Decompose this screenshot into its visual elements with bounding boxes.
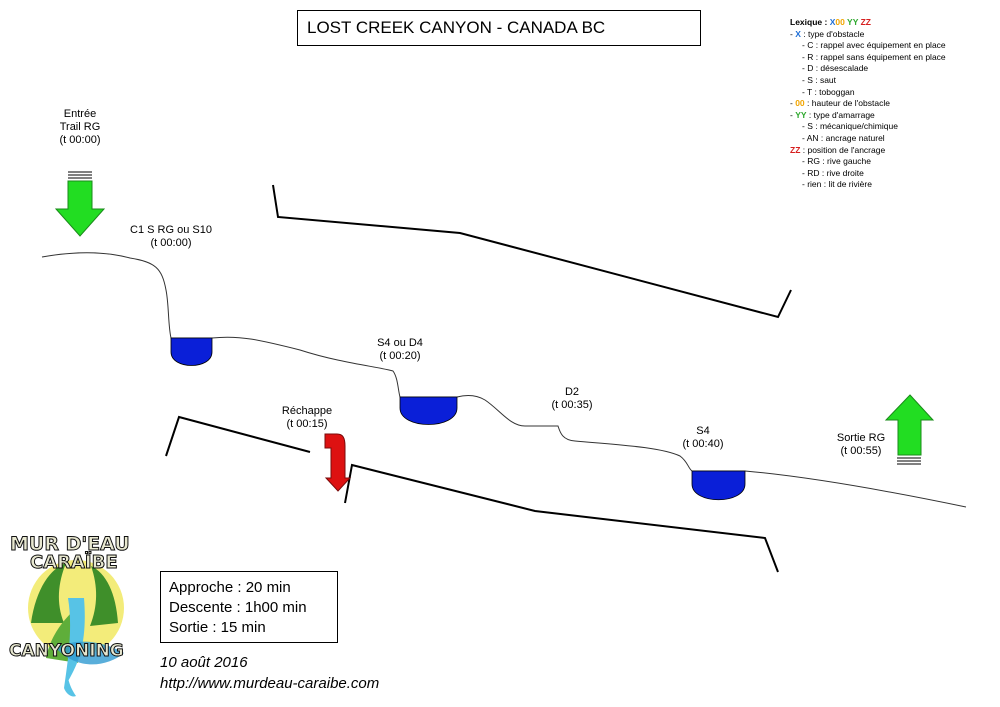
legend-line-text: AN : ancrage naturel (806, 132, 885, 143)
legend-line-prefix: - (790, 28, 796, 39)
lower-canyon-wall-left (165, 415, 311, 457)
label-sortie-line1: Sortie RG (836, 432, 886, 444)
label-s4d4-line1: S4 ou D4 (377, 337, 423, 349)
legend-line-code: ZZ (790, 144, 801, 155)
legend-line: ZZ : position de l'ancrage (790, 145, 995, 157)
legend-line-code: X (795, 28, 801, 39)
label-sortie-line2: (t 00:55) (840, 445, 882, 457)
legend-line-text: rien : lit de rivière (807, 179, 872, 190)
legend-line: - RG : rive gauche (790, 156, 995, 168)
upper-canyon-wall (272, 184, 792, 319)
legend-line-text: : type d'obstacle (800, 28, 865, 39)
legend-code-00: 00 (835, 17, 845, 27)
legend-line-prefix: - (802, 132, 807, 143)
logo-text-bottom: CANYONING (9, 641, 124, 661)
label-entree-line3: (t 00:00) (59, 134, 101, 146)
label-c1-line1: C1 S RG ou S10 (130, 224, 212, 236)
label-c1: C1 S RG ou S10 (t 00:00) (130, 224, 212, 250)
legend-line: - C : rappel avec équipement en place (790, 40, 995, 52)
exit-arrow-icon (884, 394, 935, 465)
legend-line: - T : toboggan (790, 87, 995, 99)
label-d2: D2 (t 00:35) (552, 386, 593, 412)
legend-line-code: YY (795, 109, 807, 120)
timing-summary-box: Approche : 20 min Descente : 1h00 min So… (160, 571, 338, 643)
legend-code-yy: YY (847, 17, 859, 27)
label-entree-line1: Entrée (63, 108, 97, 120)
legend-line-text: S : saut (807, 74, 837, 85)
website-url: http://www.murdeau-caraibe.com (160, 675, 380, 692)
legend: Lexique : X00 YY ZZ - X : type d'obstacl… (790, 17, 995, 191)
legend-line-text: R : rappel sans équipement en place (807, 51, 946, 62)
label-s4: S4 (t 00:40) (683, 425, 724, 451)
legend-line: - 00 : hauteur de l'obstacle (790, 98, 995, 110)
pool-2 (399, 396, 458, 425)
legend-line-text: RD : rive droite (807, 167, 864, 178)
legend-line: - RD : rive droite (790, 168, 995, 180)
legend-line-prefix: - (802, 179, 808, 190)
summary-approche: Approche : 20 min (169, 579, 291, 596)
label-d2-line2: (t 00:35) (551, 399, 593, 411)
label-c1-line2: (t 00:00) (150, 237, 192, 249)
legend-line: - D : désescalade (790, 63, 995, 75)
legend-line-prefix: - (802, 86, 808, 97)
label-d2-line1: D2 (564, 386, 580, 398)
legend-line: - AN : ancrage naturel (790, 133, 995, 145)
summary-sortie: Sortie : 15 min (169, 619, 266, 636)
legend-line-prefix: - (790, 98, 796, 109)
legend-line-text: RG : rive gauche (807, 156, 871, 167)
legend-line-prefix: - (802, 156, 808, 167)
legend-line-text: T : toboggan (807, 86, 855, 97)
legend-line-prefix: - (802, 121, 808, 132)
label-entree: Entrée Trail RG (t 00:00) (60, 108, 101, 147)
label-rechappe-line1: Réchappe (281, 405, 333, 417)
legend-code-zz: ZZ (860, 17, 871, 27)
logo-text-middle: CARAÏBE (30, 551, 118, 573)
label-s4-ou-d4: S4 ou D4 (t 00:20) (377, 337, 423, 363)
page-title: LOST CREEK CANYON - CANADA BC (297, 10, 701, 46)
label-s4-line1: S4 (696, 425, 710, 437)
legend-line: - rien : lit de rivière (790, 179, 995, 191)
legend-line: - S : mécanique/chimique (790, 121, 995, 133)
label-sortie: Sortie RG (t 00:55) (837, 432, 885, 458)
legend-line: - YY : type d'amarrage (790, 110, 995, 122)
label-rechappe: Réchappe (t 00:15) (282, 405, 332, 431)
legend-line-prefix: - (802, 63, 808, 74)
label-rechappe-line2: (t 00:15) (286, 418, 328, 430)
riverbed-profile (41, 252, 967, 508)
mur-deau-caraibe-logo: MUR D'EAU CARAÏBE CANYONING (9, 533, 130, 697)
entrance-arrow-icon (54, 171, 106, 237)
legend-line-code: 00 (795, 98, 805, 109)
legend-line-prefix: - (802, 40, 808, 51)
legend-line-prefix: - (802, 167, 808, 178)
legend-line: - S : saut (790, 75, 995, 87)
legend-line-text: : position de l'ancrage (800, 144, 886, 155)
logo-text-top: MUR D'EAU (10, 533, 130, 555)
legend-line-text: S : mécanique/chimique (807, 121, 898, 132)
label-s4d4-line2: (t 00:20) (379, 350, 421, 362)
date-text: 10 août 2016 (160, 654, 248, 671)
label-s4-line2: (t 00:40) (682, 438, 724, 450)
legend-line-prefix: - (802, 74, 808, 85)
legend-heading-text: Lexique : (790, 17, 828, 27)
legend-line-prefix: - (802, 51, 808, 62)
legend-line: - R : rappel sans équipement en place (790, 52, 995, 64)
legend-line-text: C : rappel avec équipement en place (807, 40, 946, 51)
pool-1 (170, 337, 213, 366)
legend-code-x: X (829, 17, 836, 27)
pool-3 (691, 470, 746, 501)
legend-heading: Lexique : X00 YY ZZ (790, 17, 995, 29)
summary-descente: Descente : 1h00 min (169, 599, 307, 616)
legend-line-text: D : désescalade (807, 63, 869, 74)
escape-arrow-icon (324, 433, 352, 492)
legend-line-text: : hauteur de l'obstacle (804, 98, 890, 109)
legend-line: - X : type d'obstacle (790, 29, 995, 41)
legend-line-text: : type d'amarrage (806, 109, 875, 120)
label-entree-line2: Trail RG (59, 121, 101, 133)
legend-line-prefix: - (790, 109, 796, 120)
legend-lines: - X : type d'obstacle- C : rappel avec é… (790, 29, 995, 191)
